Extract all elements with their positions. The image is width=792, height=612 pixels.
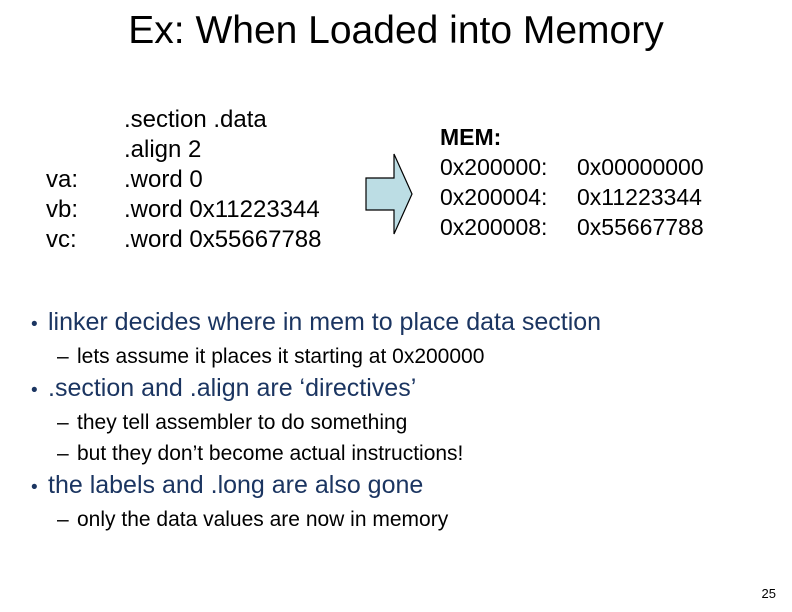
list-item-label: the labels and .long are also gone xyxy=(48,471,424,499)
list-item-label: .section and .align are ‘directives’ xyxy=(48,374,417,402)
list-item-label: only the data values are now in memory xyxy=(77,508,449,531)
memory-value: 0x55667788 xyxy=(577,214,704,240)
code-directive: .word 0x55667788 xyxy=(124,226,322,253)
list-item: – they tell assembler to do something xyxy=(26,407,766,438)
bullet-marker: • xyxy=(31,477,38,498)
list-item: – only the data values are now in memory xyxy=(26,504,766,535)
bullet-marker: • xyxy=(31,314,38,335)
memory-address: 0x200004: xyxy=(440,184,548,210)
page-title: Ex: When Loaded into Memory xyxy=(128,9,664,52)
code-directive: .align 2 xyxy=(124,136,202,163)
code-row: vb: .word 0x11223344 xyxy=(46,195,321,225)
list-item: • the labels and .long are also gone xyxy=(26,469,766,504)
bullet-list: • linker decides where in mem to place d… xyxy=(26,306,766,535)
bullet-marker: • xyxy=(31,380,38,401)
list-item: – lets assume it places it starting at 0… xyxy=(26,341,766,372)
list-item-label: linker decides where in mem to place dat… xyxy=(48,308,602,336)
list-item-label: lets assume it places it starting at 0x2… xyxy=(77,345,485,368)
right-arrow-icon xyxy=(364,152,414,236)
code-row: vc: .word 0x55667788 xyxy=(46,225,321,255)
memory-heading: MEM: xyxy=(440,124,502,150)
list-item: – but they don’t become actual instructi… xyxy=(26,438,766,469)
dash-marker: – xyxy=(57,508,69,531)
memory-value: 0x11223344 xyxy=(577,184,702,210)
dash-marker: – xyxy=(57,442,69,465)
list-item: • linker decides where in mem to place d… xyxy=(26,306,766,341)
list-item-label: they tell assembler to do something xyxy=(77,411,408,434)
code-label: va: xyxy=(46,166,79,193)
slide-page-number: 25 xyxy=(761,586,776,601)
memory-row: 0x200008: 0x55667788 xyxy=(440,212,704,242)
memory-row: 0x200004: 0x11223344 xyxy=(440,182,704,212)
memory-dump: MEM: 0x200000: 0x00000000 0x200004: 0x11… xyxy=(440,122,704,242)
code-row: va: .word 0 xyxy=(46,165,321,195)
memory-address: 0x200008: xyxy=(440,214,548,240)
memory-value: 0x00000000 xyxy=(577,154,704,180)
memory-address: 0x200000: xyxy=(440,154,548,180)
code-label: vb: xyxy=(46,196,79,223)
list-item: • .section and .align are ‘directives’ xyxy=(26,372,766,407)
dash-marker: – xyxy=(57,411,69,434)
code-row: .align 2 xyxy=(46,135,321,165)
memory-row: 0x200000: 0x00000000 xyxy=(440,152,704,182)
code-directive: .word 0x11223344 xyxy=(124,196,320,223)
list-item-label: but they don’t become actual instruction… xyxy=(77,442,464,465)
assembly-code-block: .section .data .align 2 va: .word 0 vb: … xyxy=(46,105,321,255)
code-directive: .word 0 xyxy=(124,166,203,193)
code-directive: .section .data xyxy=(124,106,267,133)
code-row: .section .data xyxy=(46,105,321,135)
dash-marker: – xyxy=(57,345,69,368)
code-label: vc: xyxy=(46,226,77,253)
